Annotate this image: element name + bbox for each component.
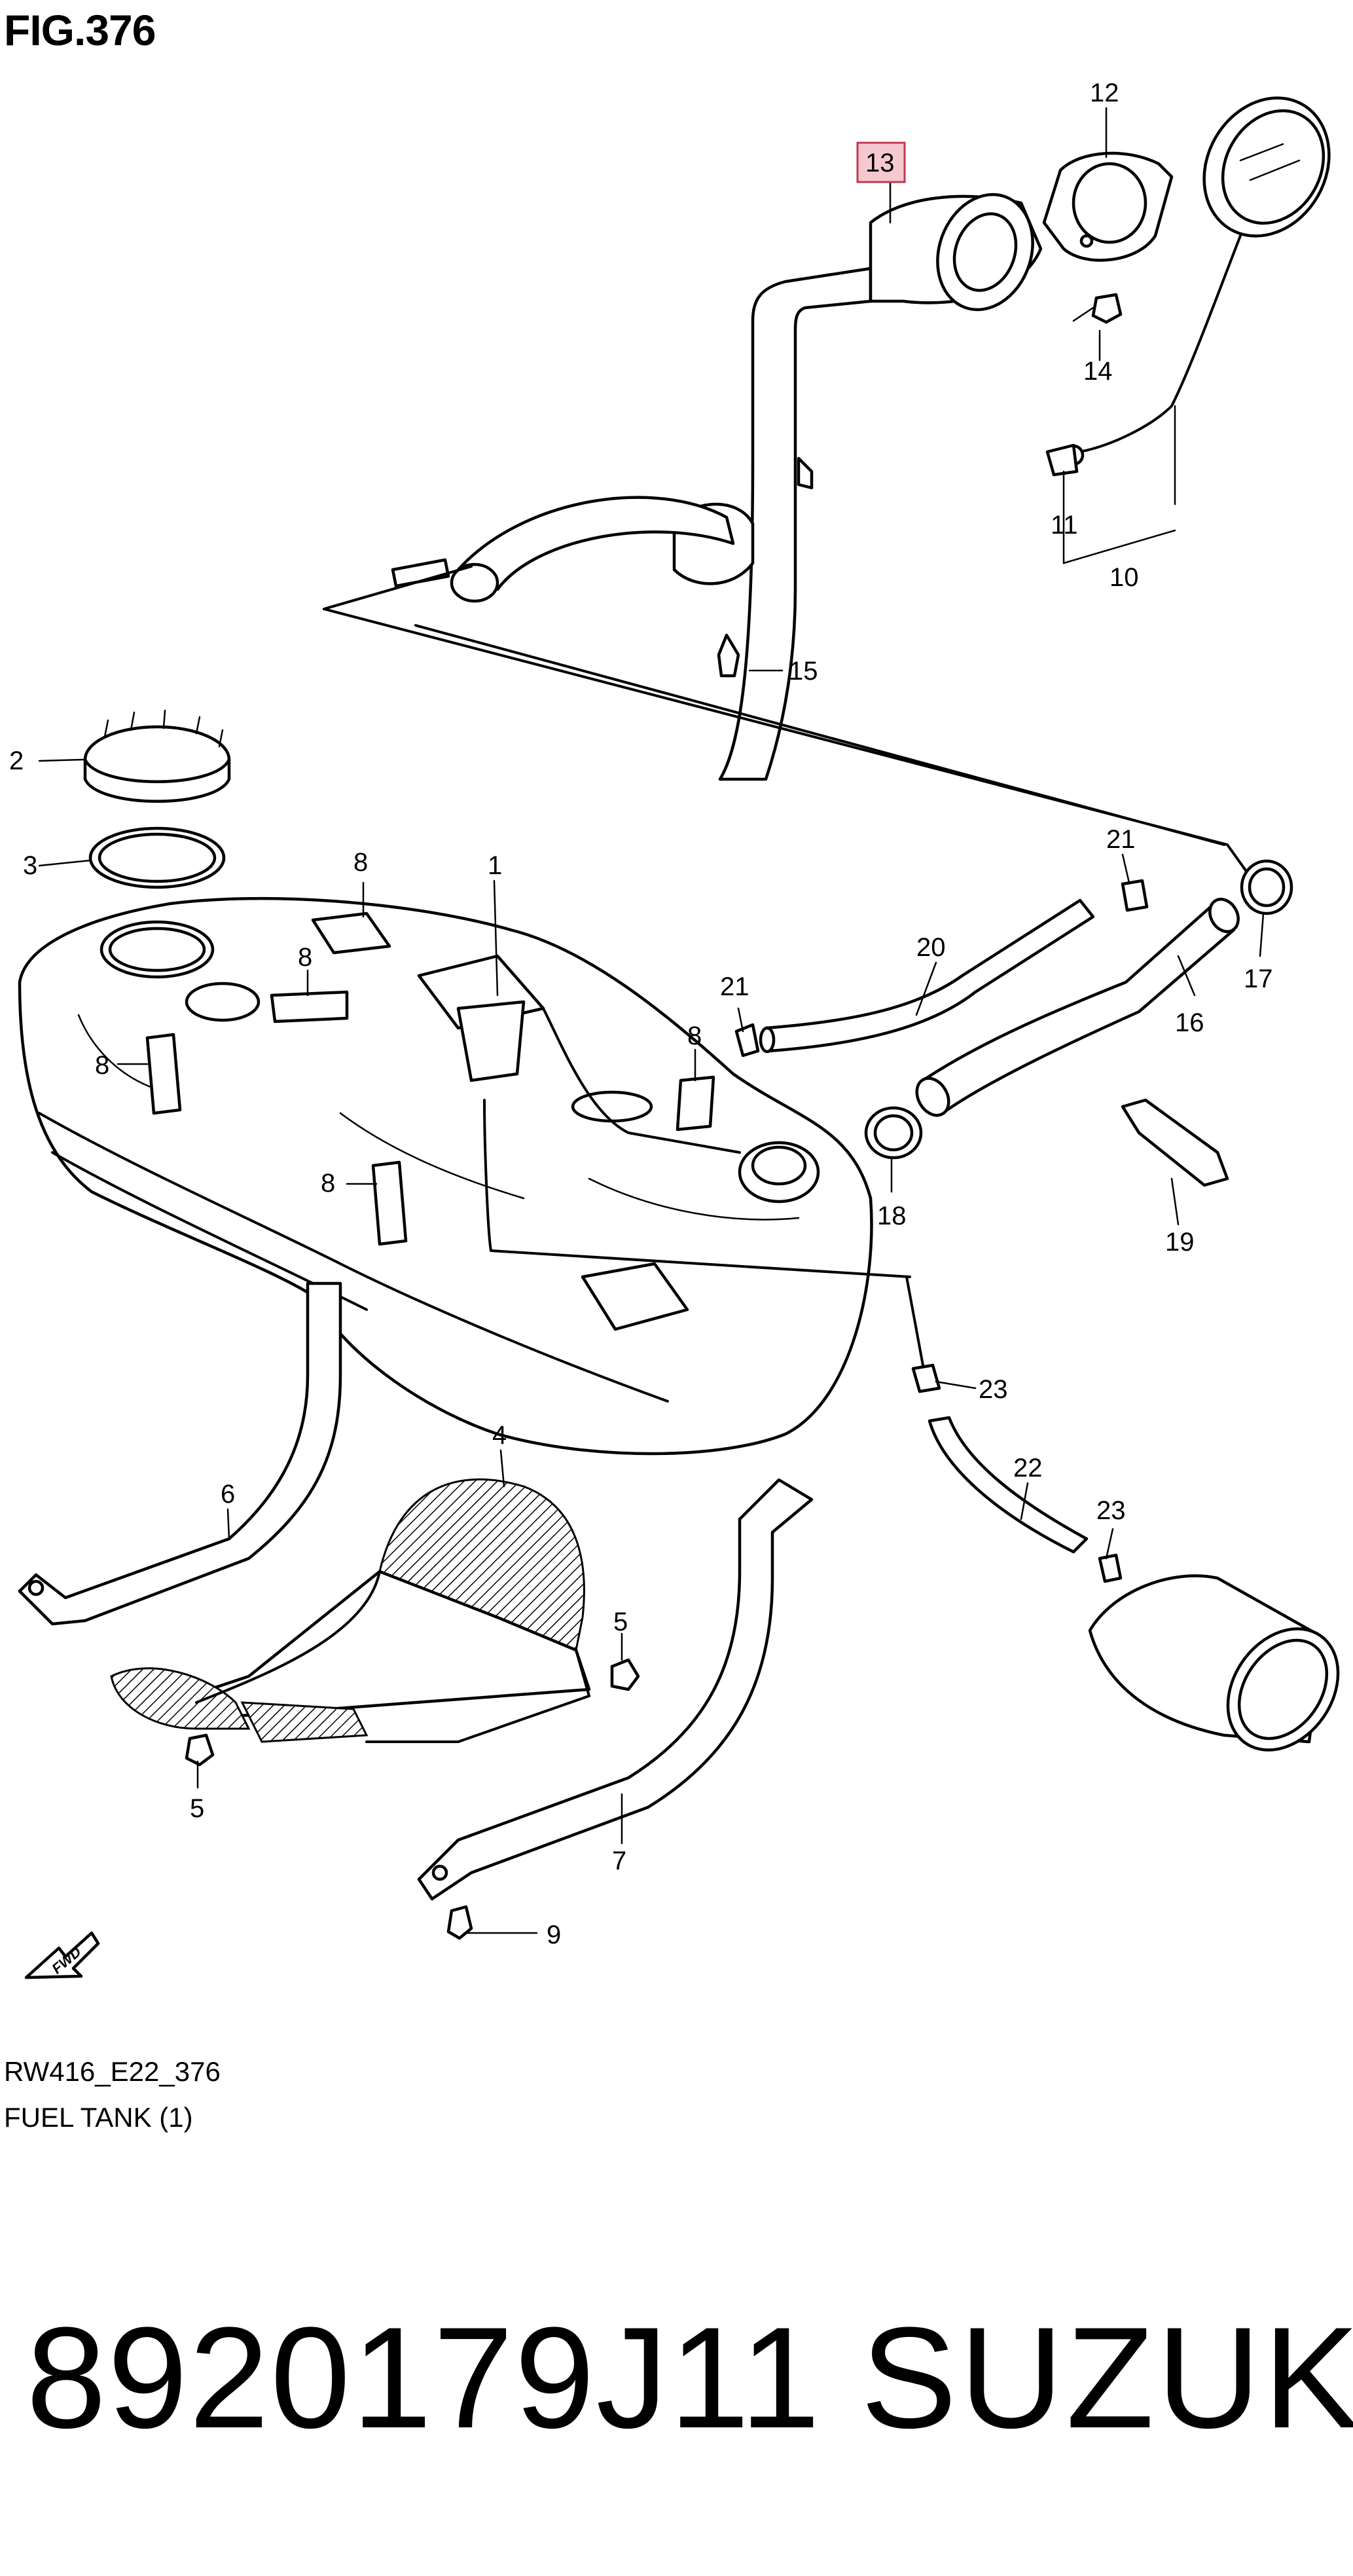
callouts: 12 13 14 11 10 15 2 3 8 1 8 8 8 8 21 21 … <box>9 79 1273 1949</box>
callout-18: 18 <box>877 1202 907 1230</box>
callout-7: 7 <box>612 1847 626 1875</box>
figure-title: FIG.376 <box>4 6 156 54</box>
callout-12: 12 <box>1090 79 1119 107</box>
callout-4: 4 <box>492 1421 507 1450</box>
fuel-tank-exploded-diagram: FWD 12 13 <box>9 79 1340 1979</box>
highlight-box-13 <box>856 141 906 183</box>
gasket-ring <box>88 826 226 889</box>
heat-shield <box>110 1478 591 1743</box>
callout-5-right: 5 <box>613 1608 628 1636</box>
bolt-15 <box>717 633 740 678</box>
label-pads <box>145 911 715 1246</box>
callout-14: 14 <box>1083 357 1113 386</box>
callout-16: 16 <box>1175 1008 1204 1037</box>
bracket-19 <box>1121 1098 1229 1187</box>
brand-name: SUZUKI <box>861 2297 1353 2458</box>
canister <box>1088 1574 1340 1752</box>
callout-1: 1 <box>488 851 502 880</box>
filler-hose <box>915 898 1240 1117</box>
callout-10: 10 <box>1109 563 1139 592</box>
callout-20: 20 <box>916 933 946 962</box>
vapor-hose <box>483 1099 1123 1583</box>
callout-8-bottom: 8 <box>321 1169 335 1198</box>
screw-14 <box>1072 293 1123 324</box>
fuel-cap <box>1045 96 1331 477</box>
callout-5-left: 5 <box>190 1794 204 1823</box>
callout-8-top: 8 <box>353 848 368 877</box>
fasteners <box>185 1658 640 1940</box>
callout-21-top: 21 <box>1106 825 1136 854</box>
callout-8-mid: 8 <box>298 943 312 972</box>
callout-21-left: 21 <box>720 972 749 1001</box>
lock-ring <box>83 709 231 803</box>
part-number: 8920179J11 <box>26 2297 821 2458</box>
callout-2: 2 <box>9 746 24 775</box>
figure-name: FUEL TANK (1) <box>4 2102 193 2133</box>
leader-lines <box>38 107 1265 1934</box>
callout-8-left: 8 <box>95 1051 109 1080</box>
tank-strap-front <box>18 1281 342 1626</box>
breather-hose <box>759 898 1095 1054</box>
callout-17: 17 <box>1244 965 1273 993</box>
callout-23-bottom: 23 <box>1096 1496 1126 1525</box>
callout-3: 3 <box>23 851 37 880</box>
tank-strap-rear <box>417 1478 814 1901</box>
figure-code: RW416_E22_376 <box>4 2056 221 2087</box>
callout-9: 9 <box>547 1921 561 1949</box>
filler-neck-gasket <box>1042 151 1174 262</box>
callout-22: 22 <box>1013 1454 1043 1482</box>
callout-11: 11 <box>1051 511 1078 540</box>
callout-19: 19 <box>1165 1228 1195 1257</box>
callout-8-right: 8 <box>687 1021 702 1050</box>
filler-pipe-assembly <box>391 193 1043 781</box>
callout-6: 6 <box>221 1480 235 1509</box>
fuel-tank <box>18 896 873 1456</box>
callout-15: 15 <box>789 657 818 686</box>
hose-clamps <box>734 859 1293 1160</box>
callout-23-top: 23 <box>979 1375 1008 1404</box>
fwd-arrow: FWD <box>24 1931 100 1979</box>
callout-13: 13 <box>865 149 895 177</box>
